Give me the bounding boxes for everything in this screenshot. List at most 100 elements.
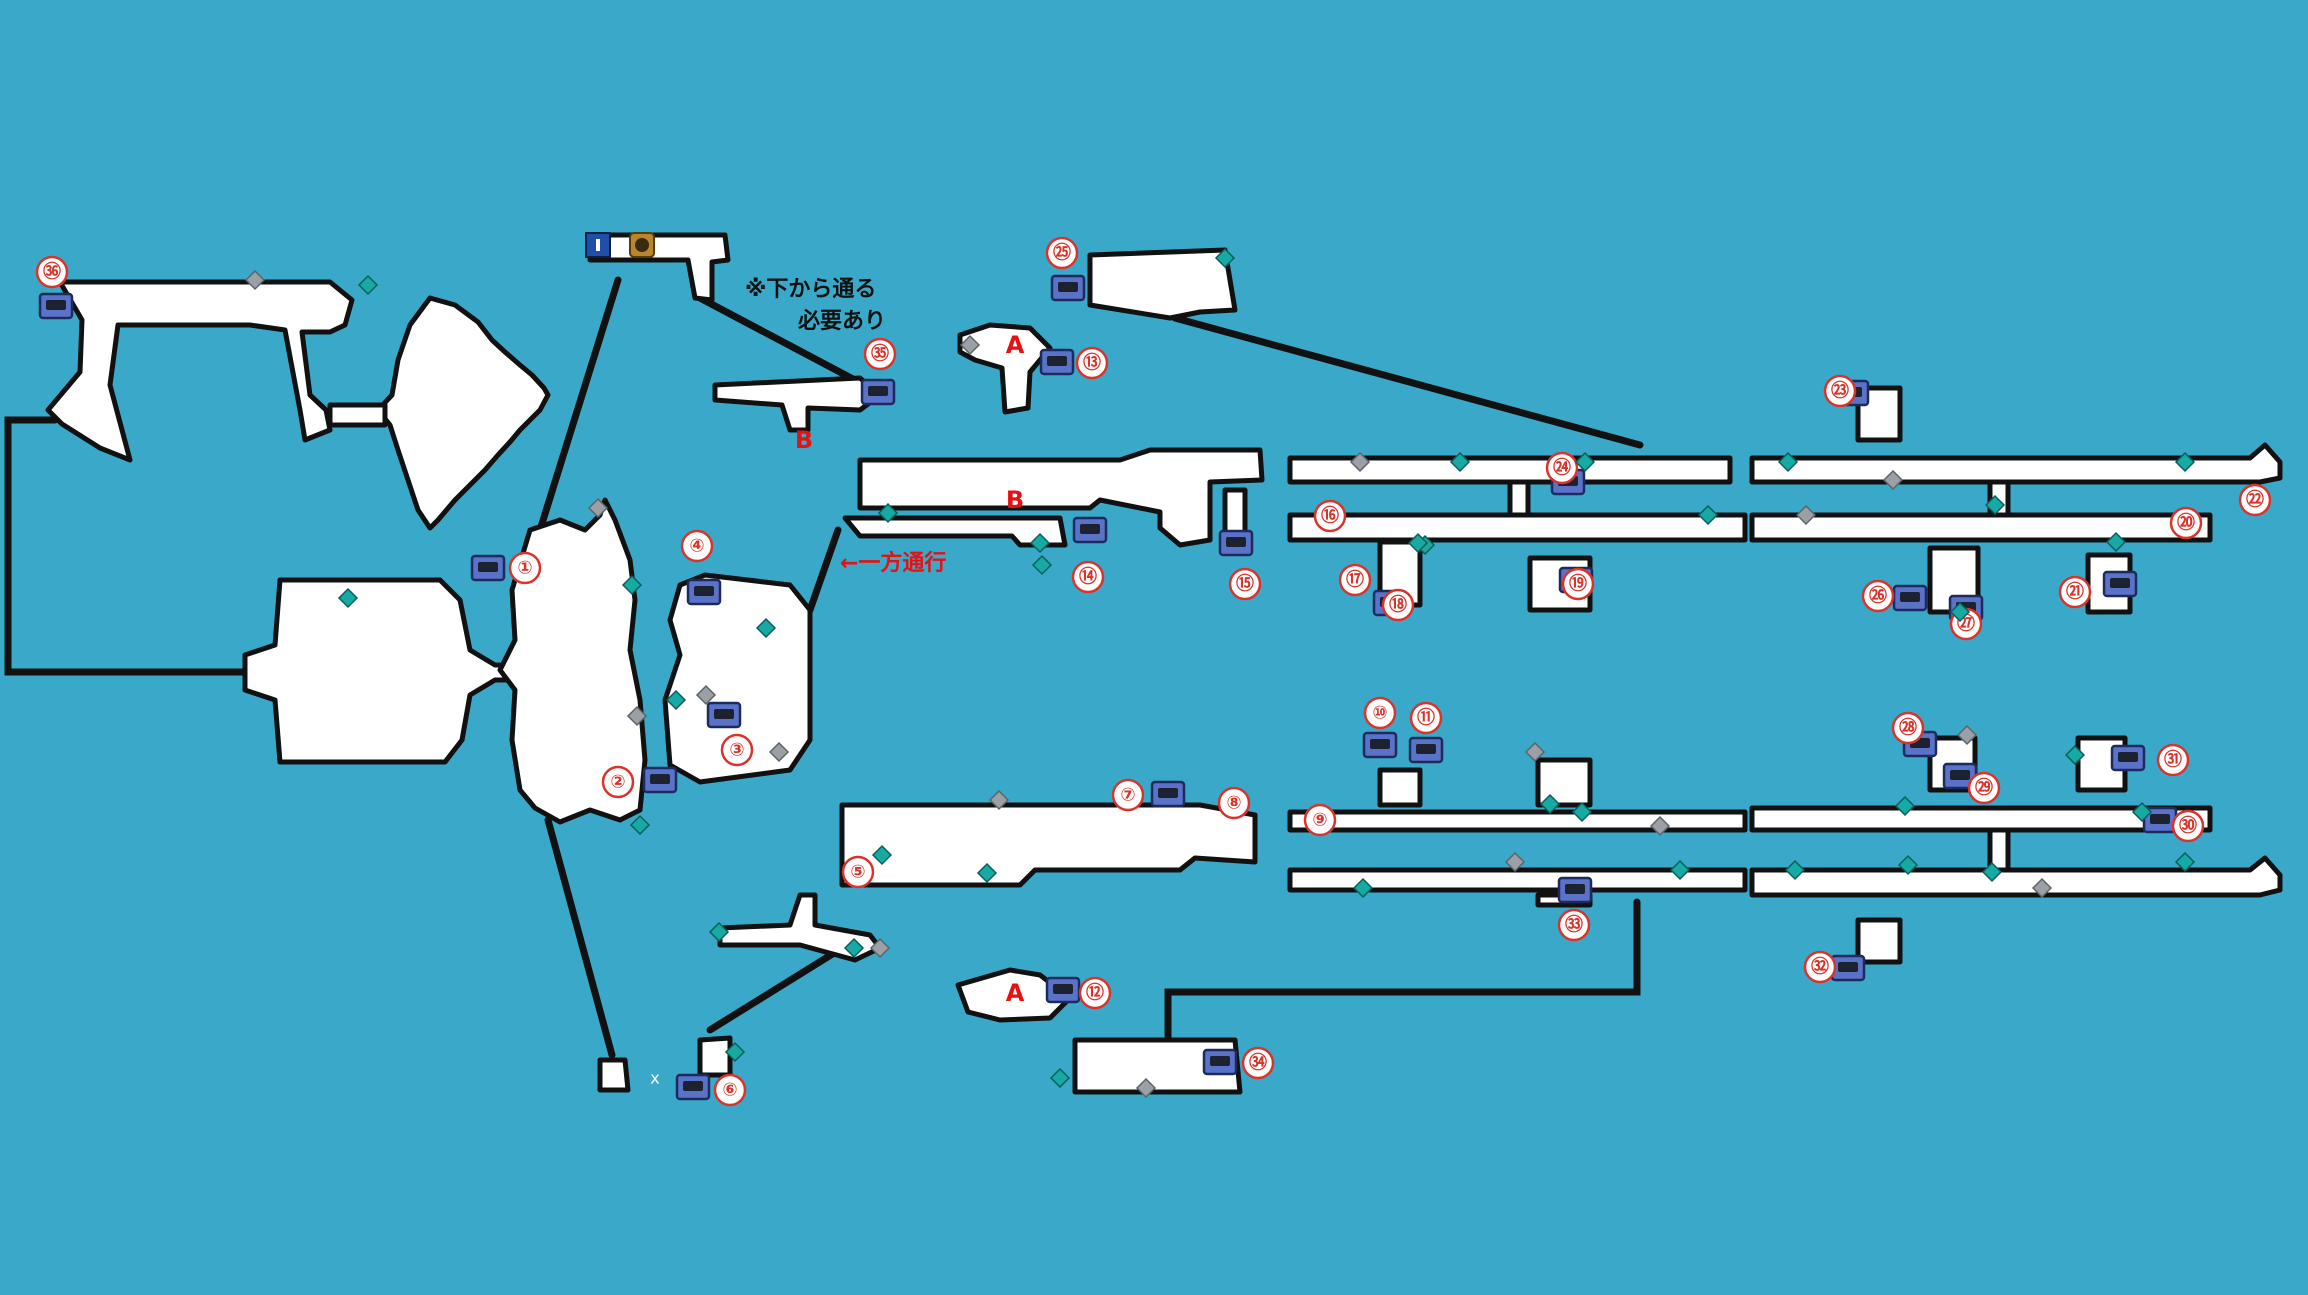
treasure-29: ㉙ xyxy=(1942,762,2001,805)
treasure-7: ⑦ xyxy=(1111,778,1186,812)
treasure-chest-icon xyxy=(1218,529,1254,557)
treasure-number-badge xyxy=(1363,696,1397,730)
treasure-number-badge xyxy=(680,529,714,563)
teal-point-icon xyxy=(337,587,359,609)
treasure-34: ㉞ xyxy=(1202,1046,1275,1080)
treasure-chest-icon xyxy=(38,292,74,320)
treasure-number-label: ⑦ xyxy=(1120,785,1135,806)
link-25-24 xyxy=(1171,314,1644,449)
treasure-number-badge xyxy=(1313,499,1347,533)
treasure-number-label: ㉑ xyxy=(2066,581,2084,603)
treasure-number-badge xyxy=(863,337,897,371)
label-b-top: B xyxy=(795,426,813,454)
treasure-number-label: ㉚ xyxy=(2179,815,2197,837)
treasure-12: ⑫ xyxy=(1045,976,1112,1010)
grey-point-icon xyxy=(1135,1077,1157,1099)
teal-point-icon xyxy=(2174,851,2196,873)
teal-point-icon xyxy=(843,937,865,959)
special-icons xyxy=(585,232,655,258)
treasure-chest-icon xyxy=(1202,1048,1238,1076)
teal-point-icon xyxy=(1697,504,1719,526)
treasure-21: ㉑ xyxy=(2058,570,2138,609)
save-point-icon xyxy=(585,232,611,258)
teal-point-icon xyxy=(1894,795,1916,817)
link-main-bottom xyxy=(544,816,616,1059)
grey-point-icon xyxy=(869,937,891,959)
treasure-number-label: ③ xyxy=(729,740,744,761)
treasure-chest-icon xyxy=(1408,736,1444,764)
teal-point-icon xyxy=(1539,793,1561,815)
treasure-number-label: ② xyxy=(610,772,625,793)
treasure-11: ⑪ xyxy=(1408,701,1444,764)
grey-point-icon xyxy=(1504,851,1526,873)
room-b-corridor xyxy=(857,447,1265,548)
treasure-4: ④ xyxy=(680,529,722,606)
grey-point-icon xyxy=(1795,504,1817,526)
treasure-number-label: ⑱ xyxy=(1389,594,1407,616)
label-x: x xyxy=(650,1069,659,1088)
treasure-number-badge xyxy=(2156,743,2190,777)
room-34 xyxy=(1072,1037,1243,1095)
treasure-27: ㉗ xyxy=(1948,594,1984,641)
treasure-number-label: ⑩ xyxy=(1372,703,1387,724)
label-a-bottom: A xyxy=(1006,979,1025,1007)
teal-point-icon xyxy=(1449,451,1471,473)
treasure-number-badge xyxy=(1045,236,1079,270)
teal-point-icon xyxy=(1897,854,1919,876)
grey-point-icon xyxy=(988,789,1010,811)
treasure-number-label: ⑨ xyxy=(1312,810,1327,831)
note-line-2: 必要あり xyxy=(798,308,886,334)
treasure-number-label: ㉒ xyxy=(2246,489,2264,511)
room-10-11 xyxy=(1377,767,1423,808)
treasure-number-label: ⑬ xyxy=(1083,352,1101,374)
treasure-chest-icon xyxy=(860,378,896,406)
treasure-number-badge xyxy=(2058,575,2092,609)
link-33-34 xyxy=(1164,898,1641,1044)
treasure-35: ㉟ xyxy=(860,337,897,406)
treasure-number-label: ⑲ xyxy=(1569,573,1587,595)
note-line-1: ※下から通る xyxy=(745,277,876,302)
treasure-chest-icon xyxy=(1942,762,1978,790)
treasure-number-badge xyxy=(1075,346,1109,380)
treasure-25: ㉕ xyxy=(1045,236,1086,302)
treasure-chest-icon xyxy=(1557,876,1593,904)
room-36 xyxy=(45,279,355,463)
treasure-number-label: ㉝ xyxy=(1565,914,1583,936)
treasure-23: ㉓ xyxy=(1823,374,1870,408)
treasure-6: ⑥ xyxy=(675,1073,747,1107)
teal-point-icon xyxy=(357,274,379,296)
treasure-chest-icon xyxy=(2110,744,2146,772)
treasure-number-label: ㉘ xyxy=(1899,717,1917,739)
teal-point-icon xyxy=(2105,531,2127,553)
treasure-5: ⑤ xyxy=(841,855,875,889)
treasure-number-badge xyxy=(720,733,754,767)
treasure-number-label: ㉞ xyxy=(1249,1052,1267,1074)
treasure-13: ⑬ xyxy=(1039,346,1109,380)
treasure-17: ⑰ xyxy=(1338,563,1372,597)
room-fan-link xyxy=(327,402,388,428)
room-25 xyxy=(1087,247,1238,321)
treasure-number-label: ⑯ xyxy=(1321,505,1339,527)
teal-point-icon xyxy=(1049,1067,1071,1089)
map-points xyxy=(244,247,2196,1099)
treasure-number-badge xyxy=(841,855,875,889)
treasure-number-badge xyxy=(1545,451,1579,485)
treasure-number-badge xyxy=(1409,701,1443,735)
treasure-chest-icon xyxy=(1830,954,1866,982)
treasure-18: ⑱ xyxy=(1372,588,1415,622)
teal-point-icon xyxy=(621,574,643,596)
teal-point-icon xyxy=(708,921,730,943)
grey-point-icon xyxy=(959,334,981,356)
treasure-22: ㉒ xyxy=(2238,483,2272,517)
treasure-31: ㉛ xyxy=(2110,743,2190,777)
teal-point-icon xyxy=(755,617,777,639)
grey-point-icon xyxy=(626,705,648,727)
treasure-26: ㉖ xyxy=(1861,579,1928,613)
teal-point-icon xyxy=(871,844,893,866)
room-b-lower xyxy=(842,515,1068,548)
treasure-number-label: ⑮ xyxy=(1236,573,1254,595)
link-left-loop xyxy=(4,416,254,676)
treasure-number-label: ⑥ xyxy=(722,1080,737,1101)
label-b-mid: B xyxy=(1006,486,1024,514)
treasure-number-label: ⑳ xyxy=(2177,512,2195,534)
